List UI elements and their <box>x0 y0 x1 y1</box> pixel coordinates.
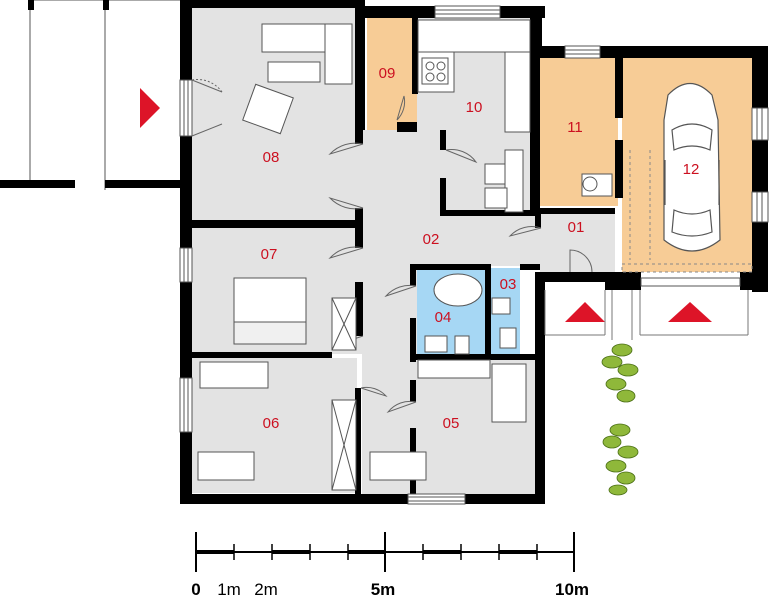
sink <box>424 335 448 353</box>
room-label-09: 09 <box>379 65 396 82</box>
window <box>751 191 769 223</box>
terrace <box>29 0 182 190</box>
window <box>434 5 501 19</box>
room-label-10: 10 <box>466 99 483 116</box>
entrance-arrow-icon <box>565 302 605 322</box>
chair <box>484 163 508 185</box>
desk <box>369 451 427 481</box>
room-label-07: 07 <box>261 246 278 263</box>
stove <box>421 57 449 85</box>
sofa-corner <box>324 23 353 85</box>
desk <box>197 451 255 481</box>
terrace-wall <box>0 180 75 188</box>
toilet <box>454 335 470 355</box>
room-labels: 01 02 03 04 05 06 07 08 09 10 11 12 <box>261 65 700 432</box>
terrace-wall <box>105 180 180 188</box>
walls <box>180 0 768 504</box>
floor-hall-2 <box>417 130 443 215</box>
room-label-11: 11 <box>567 119 583 136</box>
window <box>407 493 466 505</box>
plant-icon <box>601 343 639 496</box>
window <box>179 79 193 137</box>
floor-room-09 <box>367 18 417 130</box>
stairs <box>629 150 651 260</box>
bathtub-shower <box>417 359 491 379</box>
room-label-01: 01 <box>568 219 585 236</box>
bathtub <box>433 273 483 307</box>
scale-bar: 0 1m 2m 5m 10m <box>191 532 589 599</box>
coffee-table <box>267 61 321 83</box>
window <box>564 45 601 59</box>
fridge-cabinet <box>504 51 531 133</box>
scale-label-0: 0 <box>191 580 200 599</box>
scale-label-2m: 2m <box>254 580 278 599</box>
scale-label-10m: 10m <box>555 580 589 599</box>
window <box>751 107 769 141</box>
garage-door-track <box>621 263 753 273</box>
garage-door <box>640 277 741 287</box>
car-icon <box>663 82 721 252</box>
paving <box>544 290 749 340</box>
room-label-06: 06 <box>263 415 280 432</box>
floor-hall <box>362 130 417 495</box>
sink <box>491 297 511 315</box>
entrance-arrow-icon <box>668 302 712 322</box>
terrace-post <box>103 0 109 10</box>
room-label-03: 03 <box>500 276 517 293</box>
chair <box>484 187 508 209</box>
scale-label-1m: 1m <box>217 580 241 599</box>
scale-label-5m: 5m <box>371 580 396 599</box>
bed <box>491 363 527 423</box>
furniture <box>197 19 613 491</box>
terrace-post <box>28 0 34 10</box>
bed-pillow <box>233 321 307 345</box>
entrance-arrow-icon <box>140 88 160 128</box>
floor-room-02 <box>362 214 540 266</box>
floor-room-01 <box>540 210 615 272</box>
window <box>179 247 193 283</box>
room-label-02: 02 <box>423 231 440 248</box>
window <box>179 377 193 433</box>
windows <box>179 5 769 505</box>
room-label-05: 05 <box>443 415 460 432</box>
room-label-12: 12 <box>683 161 700 178</box>
armchair <box>242 83 294 135</box>
kitchen-counter <box>417 19 531 53</box>
room-label-08: 08 <box>263 149 280 166</box>
toilet <box>499 327 517 349</box>
bed <box>199 361 269 389</box>
room-label-04: 04 <box>435 309 452 326</box>
dining-table <box>504 149 524 213</box>
